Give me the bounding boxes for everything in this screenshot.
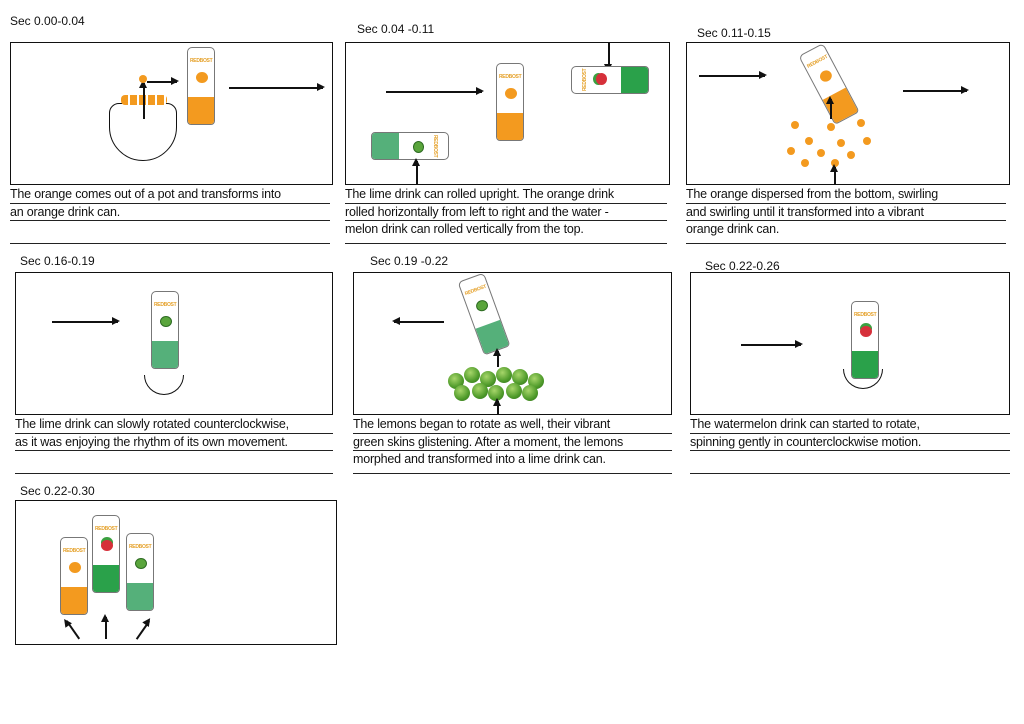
right-arrow (903, 87, 969, 93)
right-arrow (229, 84, 325, 90)
scene-3-caption: The orange dispersed from the bottom, sw… (686, 186, 1006, 244)
watermelon-drink-can: REDBOST (851, 301, 879, 379)
watermelon-drink-can: REDBOST (571, 66, 649, 94)
can-logo: REDBOST (806, 53, 829, 70)
lime-drink-can: REDBOST (151, 291, 179, 369)
scene-7-title: Sec 0.22-0.30 (20, 484, 95, 498)
scene-3-frame: REDBOST (686, 42, 1010, 185)
right-arrow (52, 318, 120, 324)
can-logo: REDBOST (499, 74, 522, 80)
orange-drink-can: REDBOST (798, 43, 860, 126)
left-arrow (392, 318, 444, 324)
counterclockwise-rotation-arrow (144, 375, 184, 395)
scene-2-title: Sec 0.04 -0.11 (357, 22, 435, 36)
right-arrow (386, 88, 484, 94)
can-logo: REDBOST (95, 526, 118, 532)
up-arrow (494, 398, 500, 414)
up-arrow (140, 80, 146, 119)
up-arrow (102, 614, 108, 639)
right-arrow (147, 78, 179, 84)
scene-1-caption: The orange comes out of a pot and transf… (10, 186, 330, 244)
orange-drink-can: REDBOST (496, 63, 524, 141)
scene-6-frame: REDBOST (690, 272, 1010, 415)
scene-3-title: Sec 0.11-0.15 (697, 26, 771, 40)
up-right-arrow (135, 620, 150, 640)
scene-1-title: Sec 0.00-0.04 (10, 14, 85, 28)
can-logo: REDBOST (582, 68, 588, 91)
can-logo: REDBOST (63, 548, 86, 554)
scene-6-caption: The watermelon drink can started to rota… (690, 416, 1010, 474)
scene-2-caption: The lime drink can rolled upright. The o… (345, 186, 667, 244)
scene-5-caption: The lemons began to rotate as well, thei… (353, 416, 672, 474)
lime-drink-can: REDBOST (371, 132, 449, 160)
counterclockwise-rotation-arrow (843, 369, 883, 389)
scene-4-caption: The lime drink can slowly rotated counte… (15, 416, 333, 474)
watermelon-drink-can: REDBOST (92, 515, 120, 593)
up-arrow (413, 158, 419, 184)
scene-4-title: Sec 0.16-0.19 (20, 254, 95, 268)
scene-7-frame: REDBOST REDBOST REDBOST (15, 500, 337, 645)
right-arrow (699, 72, 767, 78)
right-arrow (741, 341, 803, 347)
scene-2-frame: REDBOST REDBOST REDBOST (345, 42, 670, 185)
up-arrow (827, 96, 833, 119)
can-logo: REDBOST (464, 283, 488, 298)
up-left-arrow (65, 620, 80, 640)
scene-5-frame: REDBOST (353, 272, 672, 415)
scene-6-title: Sec 0.22-0.26 (705, 259, 780, 273)
scene-4-frame: REDBOST (15, 272, 333, 415)
orange-drink-can: REDBOST (187, 47, 215, 125)
can-logo: REDBOST (854, 312, 877, 318)
can-logo: REDBOST (129, 544, 152, 550)
can-logo: REDBOST (432, 135, 438, 158)
orange-fruit-icon (139, 75, 147, 83)
up-arrow (831, 164, 837, 184)
scene-1-frame: REDBOST (10, 42, 333, 185)
lime-drink-can: REDBOST (457, 273, 511, 356)
scene-5-title: Sec 0.19 -0.22 (370, 254, 449, 268)
lime-drink-can: REDBOST (126, 533, 154, 611)
up-arrow (494, 348, 500, 367)
can-logo: REDBOST (190, 58, 213, 64)
can-logo: REDBOST (154, 302, 177, 308)
orange-drink-can: REDBOST (60, 537, 88, 615)
